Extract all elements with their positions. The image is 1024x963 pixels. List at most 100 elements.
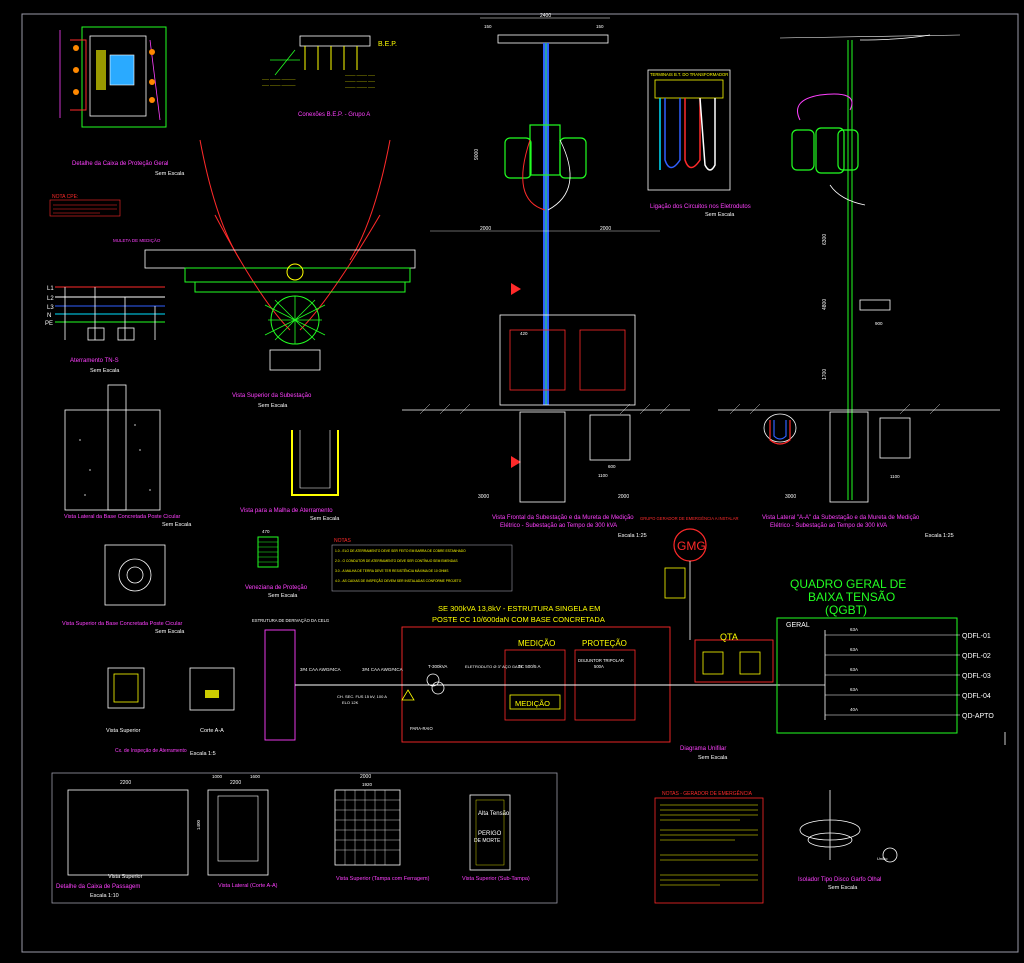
disjuntor-label: DISJUNTOR TRIPOLAR — [578, 658, 624, 663]
diagram-title-1: SE 300kVA 13,8kV - ESTRUTURA SINGELA EM — [438, 604, 600, 613]
dim-9000: 9000 — [474, 149, 480, 160]
isolador-scale: Sem Escala — [828, 885, 858, 891]
qgbt-circuit-4: QDFL-04 — [962, 693, 991, 700]
caixa-inspecao-aterramento: Vista Superior Corte A-A Cx. de Inspeção… — [106, 667, 235, 757]
dim-2200-a: 2200 — [120, 780, 131, 786]
nota-cpe-label: NOTA CPE: — [52, 194, 78, 200]
qgbt-circuit-3: QDFL-03 — [962, 673, 991, 680]
bep-label: B.E.P. — [378, 41, 397, 48]
dim-3000-b: 3000 — [785, 494, 796, 500]
qgbt-title-3: (QGBT) — [825, 603, 867, 617]
tc-label: TC 500/5 A — [518, 664, 541, 669]
qgbt-geral: GERAL — [786, 622, 810, 629]
diagrama-title: Diagrama Unifilar — [680, 746, 726, 752]
vista-lat-2: Vista Lateral (Corte A-A) — [218, 883, 278, 889]
dim-1000: 1000 — [212, 774, 223, 779]
gmg-label: GMG — [677, 539, 706, 553]
qgbt-title-1: QUADRO GERAL DE — [790, 577, 906, 591]
caixa-protecao-title: Detalhe da Caixa de Proteção Geral — [72, 161, 168, 167]
nota-cpe: NOTA CPE: — [49, 194, 121, 217]
veneziana-protecao: 470 Veneziana de Proteção Sem Escala — [245, 529, 308, 599]
disjuntor-rating: 500A — [594, 664, 604, 669]
cx-inspecao-scale: Escala 1:5 — [190, 751, 216, 757]
vista-superior-label: Vista Superior — [106, 728, 141, 734]
conexoes-bep-title: Conexões B.E.P. - Grupo A — [298, 112, 370, 118]
qgbt-circuit-2: QDFL-02 — [962, 653, 991, 660]
notas-header: NOTAS — [334, 538, 352, 544]
ligacao-scale: Sem Escala — [705, 212, 735, 218]
sheet-border — [21, 13, 1019, 953]
vista-lateral-scale: Escala 1:25 — [925, 533, 954, 539]
base-superior-scale: Sem Escala — [155, 629, 185, 635]
base-concretada-superior: Vista Superior da Base Concretada Poste … — [62, 544, 185, 635]
placa-alta: Alta Tensão — [478, 811, 510, 817]
cabo-1: 3#4 CAA AWG#4CA — [300, 667, 341, 672]
qgbt-circuit-5: QD-APTO — [962, 713, 994, 720]
caixa-protecao-geral-detail: Detalhe da Caixa de Proteção Geral Sem E… — [59, 26, 185, 177]
dim-1100-b: 1100 — [890, 474, 900, 479]
qgbt-breaker-5: 40A — [850, 707, 858, 712]
phase-n: N — [47, 313, 51, 319]
phase-l2: L2 — [47, 296, 54, 302]
eletroduto-label: ELETRODUTO Ø 3" AÇO GALV. — [465, 664, 523, 669]
gmg-generator: GMG GRUPO GERADOR DE EMERGÊNCIA A INSTAL… — [640, 516, 739, 640]
phase-l3: L3 — [47, 305, 54, 311]
caixa-protecao-scale: Sem Escala — [155, 171, 185, 177]
dim-150-a: 150 — [484, 24, 492, 29]
derivacao-label: ESTRUTURA DE DERIVAÇÃO DA CELG — [252, 618, 329, 623]
gmg-title: GRUPO GERADOR DE EMERGÊNCIA A INSTALAR — [640, 516, 739, 521]
medicao-header: MEDIÇÃO — [518, 639, 555, 648]
terminais-label: TERMINAIS B.T. DO TRANSFORMADOR — [650, 72, 728, 77]
dim-2200-b: 2200 — [230, 780, 241, 786]
dim-2000-a: 2000 — [480, 226, 491, 232]
gerador-notes-header: NOTAS - GERADOR DE EMERGÊNCIA — [662, 789, 753, 797]
svg-text:—— ——— ————: —— ——— ———— — [262, 77, 296, 81]
svg-text:——— ——— ——: ——— ——— —— — [345, 85, 375, 89]
isolador-disco: União Isolador Tipo Disco Garfo Olhal Se… — [798, 790, 898, 891]
nota-4: 4.0 - AS CAIXAS DE INSPEÇÃO DEVEM SER IN… — [335, 578, 462, 583]
protecao-header: PROTEÇÃO — [582, 639, 627, 648]
malha-aterramento: Vista para a Malha de Aterramento Sem Es… — [240, 430, 340, 522]
qgbt-circuit-1: QDFL-01 — [962, 633, 991, 640]
aterramento-tns-diagram: Aterramento TN-S Sem Escala — [55, 286, 165, 374]
dim-4800: 4800 — [822, 299, 828, 310]
para-raio-label: PARA-RAIO — [410, 726, 433, 731]
dim-6300: 6300 — [822, 234, 828, 245]
vista-superior-subestacao: MULETA DE MEDIÇÃO Vista Superior da Sube… — [113, 139, 416, 409]
vista-frontal-title: Vista Frontal da Subestação e da Mureta … — [492, 515, 634, 521]
cabo-2: 3#4 CAA AWG#4CA — [362, 667, 403, 672]
vista-frontal-scale: Escala 1:25 — [618, 533, 647, 539]
chave-label: CH. SEC. FUS 15 kV, 100 A — [337, 694, 387, 699]
caixa-passagem-scale: Escala 1:10 — [90, 893, 119, 899]
dim-2000-d: 2000 — [360, 774, 371, 780]
diagrama-scale: Sem Escala — [698, 755, 728, 761]
veneziana-scale: Sem Escala — [268, 593, 298, 599]
dim-150-b: 150 — [596, 24, 604, 29]
qgbt-breaker-3: 63A — [850, 667, 858, 672]
base-lateral-scale: Sem Escala — [162, 522, 192, 528]
dim-2000-c: 2000 — [618, 494, 629, 500]
ligacao-title: Ligação dos Circuitos nos Eletrodutos — [650, 204, 751, 210]
caixa-passagem-frame: Alta Tensão PERIGO DE MORTE 2200 2200 16… — [51, 772, 558, 904]
vista-lateral-subestacao: 6300 4800 1700 900 3000 1100 Vista Later… — [718, 34, 1000, 539]
qgbt-breaker-4: 63A — [850, 687, 858, 692]
qgbt-circuit-rows — [825, 634, 960, 716]
qgbt-breaker-1: 63A — [850, 627, 858, 632]
cx-inspecao-title: Cx. de Inspeção de Aterramento — [115, 748, 187, 754]
phase-l1: L1 — [47, 286, 54, 292]
vista-frontal-subestacao: 2400 150 150 2000 2000 3000 2000 42 — [402, 13, 690, 539]
vista-lateral-title-2: Elétrico - Subestação ao Tempo de 300 kV… — [770, 523, 887, 529]
dim-470: 470 — [262, 529, 270, 534]
isolador-title: Isolador Tipo Disco Garfo Olhal — [798, 877, 881, 883]
malha-title: Vista para a Malha de Aterramento — [240, 508, 333, 514]
uniao-label: União — [877, 856, 888, 861]
vista-superior-subestacao-title: Vista Superior da Subestação — [232, 393, 312, 399]
placa-morte: DE MORTE — [474, 838, 501, 844]
ligacao-circuitos-detail: TERMINAIS B.T. DO TRANSFORMADOR Ligação … — [647, 69, 751, 218]
nota-3: 3.0 - A MALHA DE TERRA DEVE TER RESISTÊN… — [335, 568, 449, 573]
dim-1600: 1600 — [250, 774, 261, 779]
qgbt-panel: QUADRO GERAL DE BAIXA TENSÃO (QGBT) GERA… — [776, 577, 1006, 745]
qgbt-breaker-2: 63A — [850, 647, 858, 652]
dim-2400: 2400 — [540, 13, 551, 19]
